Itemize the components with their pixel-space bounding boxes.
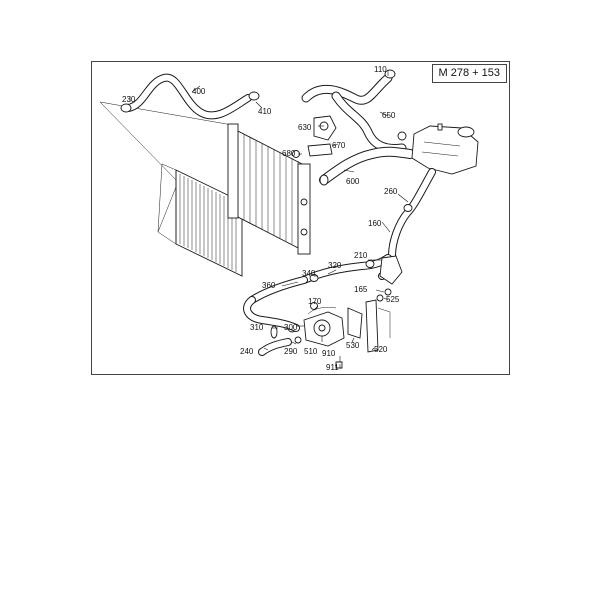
hose-400-icon [120,73,260,120]
callout-911: 911 [326,363,339,372]
callout-410: 410 [258,107,272,116]
callout-670: 670 [332,141,346,150]
callout-910: 910 [322,349,336,358]
hose-600-icon [319,146,415,186]
callout-360: 360 [262,281,276,290]
callout-290: 290 [284,347,298,356]
callout-680: 680 [282,149,296,158]
hose-240-icon [243,296,300,356]
callout-520: 520 [374,345,388,354]
diagram-frame: 110 400 230 410 650 630 670 680 600 260 … [91,61,510,375]
connector-210-icon [376,255,403,302]
radiator-icon [227,123,311,255]
callout-210: 210 [354,251,368,260]
condenser-icon [157,163,243,277]
callout-650: 650 [382,111,396,120]
callout-510: 510 [304,347,318,356]
callout-160: 160 [368,219,382,228]
callout-630: 630 [298,123,312,132]
callout-110: 110 [374,65,387,74]
callout-240: 240 [240,347,254,356]
callout-530: 530 [346,341,360,350]
callout-300: 300 [284,323,298,332]
callout-230: 230 [122,95,136,104]
callout-310: 310 [250,323,264,332]
leader-lines [129,70,409,368]
water-pump-icon [287,299,391,369]
callout-320: 320 [328,261,342,270]
thermostat-housing-icon [292,115,337,158]
callout-165: 165 [354,285,368,294]
callout-400: 400 [192,87,206,96]
callout-170: 170 [308,297,322,306]
hose-320-icon [248,254,392,304]
model-code-text: M 278 + 153 [438,67,500,79]
model-code-label: M 278 + 153 [431,64,507,83]
callout-260: 260 [384,187,398,196]
expansion-tank-icon [411,123,479,175]
callout-340: 340 [302,269,316,278]
hose-170-icon [307,302,337,315]
callout-525: 525 [386,295,400,304]
cooling-system-drawing: 110 400 230 410 650 630 670 680 600 260 … [99,65,479,372]
callout-labels: 110 400 230 410 650 630 670 680 600 260 … [122,65,400,372]
callout-600: 600 [346,177,360,186]
hose-650-icon [301,69,407,153]
